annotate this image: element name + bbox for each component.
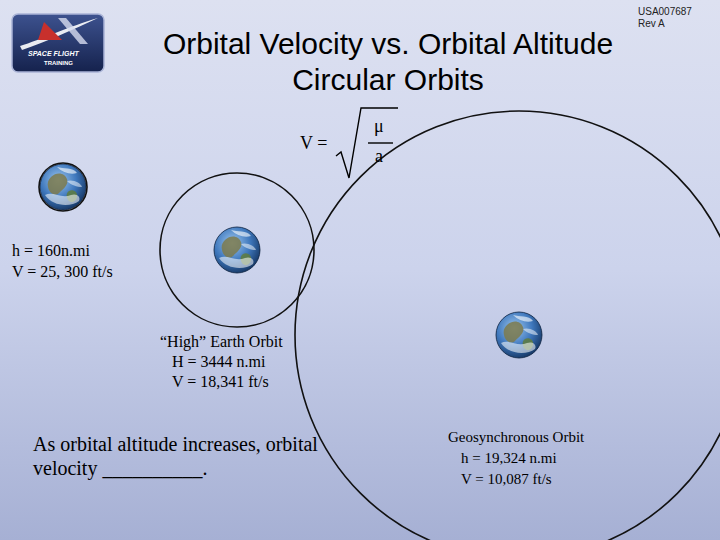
earth-illustration: [496, 312, 542, 358]
orbit-value: V = 25, 300 ft/s: [12, 262, 113, 282]
document-number: USA007687: [638, 6, 692, 19]
logo-text: SPACE FLIGHT: [28, 50, 79, 59]
document-number: Rev A: [638, 18, 665, 31]
orbit-label: Geosynchronous Orbit: [448, 428, 584, 447]
earth-illustration: [40, 164, 86, 210]
orbit-label: “High” Earth Orbit: [160, 332, 283, 352]
formula-term: a: [375, 145, 383, 168]
orbit-path: [295, 111, 720, 540]
orbit-circle: h = 160n.miV = 25, 300 ft/s: [38, 162, 88, 212]
orbit-label: h = 160n.mi: [12, 241, 90, 261]
logo-badge: [12, 14, 104, 72]
orbit-outline: [159, 172, 315, 328]
orbit-value: V = 10,087 ft/s: [461, 470, 552, 489]
orbit-circle: Geosynchronous Orbit h = 19,324 n.mi V = 1…: [294, 110, 720, 540]
orbit-outline: [38, 162, 88, 212]
formula-term: μ: [374, 115, 384, 138]
logo-text: TRAINING: [44, 60, 73, 68]
orbit-value: H = 3444 n.mi: [172, 352, 265, 372]
orbit-value: V = 18,341 ft/s: [172, 372, 269, 392]
orbit-circle: “High” Earth OrbitH = 3444 n.miV = 18,34…: [159, 172, 315, 328]
question-text: As orbital altitude increases, orbital v…: [33, 432, 348, 480]
orbit-path: [39, 163, 87, 211]
formula-term: V =: [300, 132, 327, 155]
orbit-path: [160, 173, 314, 327]
orbit-value: h = 19,324 n.mi: [461, 449, 557, 468]
earth-illustration: [214, 227, 260, 273]
formula-radical: [336, 108, 398, 178]
slide-title: Orbital Velocity vs. Orbital Altitude Ci…: [108, 26, 668, 98]
